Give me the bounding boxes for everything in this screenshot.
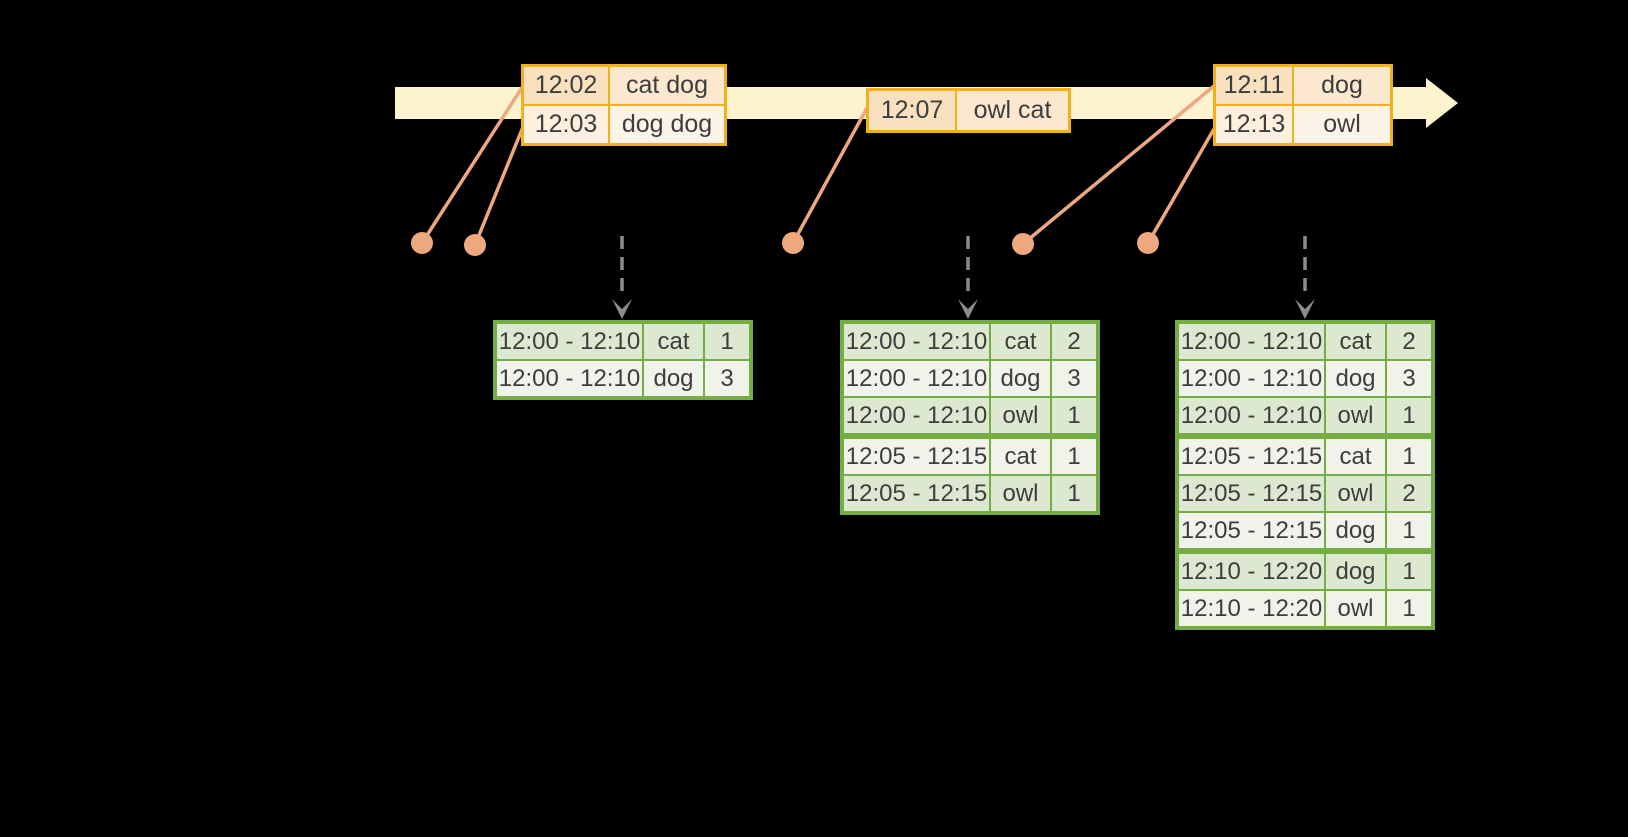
result-cell-count: 1 — [705, 324, 749, 359]
event-connector-line — [473, 126, 525, 246]
event-dot — [411, 232, 433, 254]
mapping-arrows — [612, 236, 1315, 319]
result-cell-count: 1 — [1052, 398, 1096, 433]
event-connector-line — [1021, 84, 1216, 246]
result-cell-window: 12:05 - 12:15 — [844, 439, 989, 474]
input-cell-words: cat dog — [610, 67, 724, 104]
result-cell-window: 12:00 - 12:10 — [844, 398, 989, 433]
event-connector-line — [420, 85, 525, 244]
result-cell-count: 1 — [1387, 554, 1431, 589]
event-dots — [411, 232, 1159, 256]
result-cell-window: 12:05 - 12:15 — [844, 476, 989, 511]
result-cell-count: 1 — [1387, 513, 1431, 548]
result-cell-count: 3 — [1052, 361, 1096, 396]
result-cell-word: owl — [1326, 476, 1385, 511]
result-cell-window: 12:10 - 12:20 — [1179, 591, 1324, 626]
result-cell-word: owl — [991, 398, 1050, 433]
result-cell-word: owl — [1326, 591, 1385, 626]
result-cell-count: 2 — [1387, 476, 1431, 511]
result-cell-count: 1 — [1387, 591, 1431, 626]
timeline-arrowhead-icon — [1426, 78, 1458, 128]
result-cell-window: 12:00 - 12:10 — [844, 324, 989, 359]
event-connector-line — [1146, 128, 1216, 244]
event-connector-line — [791, 107, 869, 244]
result-cell-word: owl — [991, 476, 1050, 511]
result-cell-window: 12:00 - 12:10 — [497, 324, 642, 359]
arrow-down-icon — [958, 299, 978, 319]
input-cell-time: 12:07 — [869, 91, 955, 130]
result-cell-count: 1 — [1052, 439, 1096, 474]
input-cell-words: dog dog — [610, 106, 724, 143]
result-cell-window: 12:05 - 12:15 — [1179, 439, 1324, 474]
result-cell-count: 2 — [1052, 324, 1096, 359]
input-cell-words: dog — [1294, 67, 1390, 104]
event-dot — [1137, 232, 1159, 254]
result-cell-window: 12:00 - 12:10 — [497, 361, 642, 396]
arrow-down-icon — [612, 299, 632, 319]
input-cell-time: 12:13 — [1216, 106, 1292, 143]
result-cell-window: 12:00 - 12:10 — [1179, 398, 1324, 433]
result-cell-count: 3 — [1387, 361, 1431, 396]
input-cell-words: owl cat — [957, 91, 1068, 130]
result-cell-word: dog — [1326, 361, 1385, 396]
result-cell-word: dog — [1326, 513, 1385, 548]
event-dot — [782, 232, 804, 254]
result-cell-word: dog — [991, 361, 1050, 396]
result-cell-word: cat — [1326, 324, 1385, 359]
result-cell-window: 12:10 - 12:20 — [1179, 554, 1324, 589]
result-cell-count: 3 — [705, 361, 749, 396]
result-cell-word: cat — [991, 324, 1050, 359]
result-cell-word: owl — [1326, 398, 1385, 433]
result-cell-count: 1 — [1387, 439, 1431, 474]
input-cell-time: 12:03 — [524, 106, 608, 143]
result-cell-word: dog — [644, 361, 703, 396]
result-cell-window: 12:05 - 12:15 — [1179, 513, 1324, 548]
result-cell-count: 1 — [1387, 398, 1431, 433]
input-cell-time: 12:02 — [524, 67, 608, 104]
result-cell-count: 2 — [1387, 324, 1431, 359]
result-cell-window: 12:00 - 12:10 — [1179, 361, 1324, 396]
input-cell-time: 12:11 — [1216, 67, 1292, 104]
event-dot — [1012, 233, 1034, 255]
input-cell-words: owl — [1294, 106, 1390, 143]
event-dot — [464, 234, 486, 256]
result-cell-window: 12:00 - 12:10 — [1179, 324, 1324, 359]
result-cell-window: 12:05 - 12:15 — [1179, 476, 1324, 511]
arrow-down-icon — [1295, 299, 1315, 319]
event-connectors — [420, 84, 1216, 246]
result-cell-count: 1 — [1052, 476, 1096, 511]
result-cell-window: 12:00 - 12:10 — [844, 361, 989, 396]
result-cell-word: dog — [1326, 554, 1385, 589]
result-cell-word: cat — [644, 324, 703, 359]
result-cell-word: cat — [991, 439, 1050, 474]
result-cell-word: cat — [1326, 439, 1385, 474]
